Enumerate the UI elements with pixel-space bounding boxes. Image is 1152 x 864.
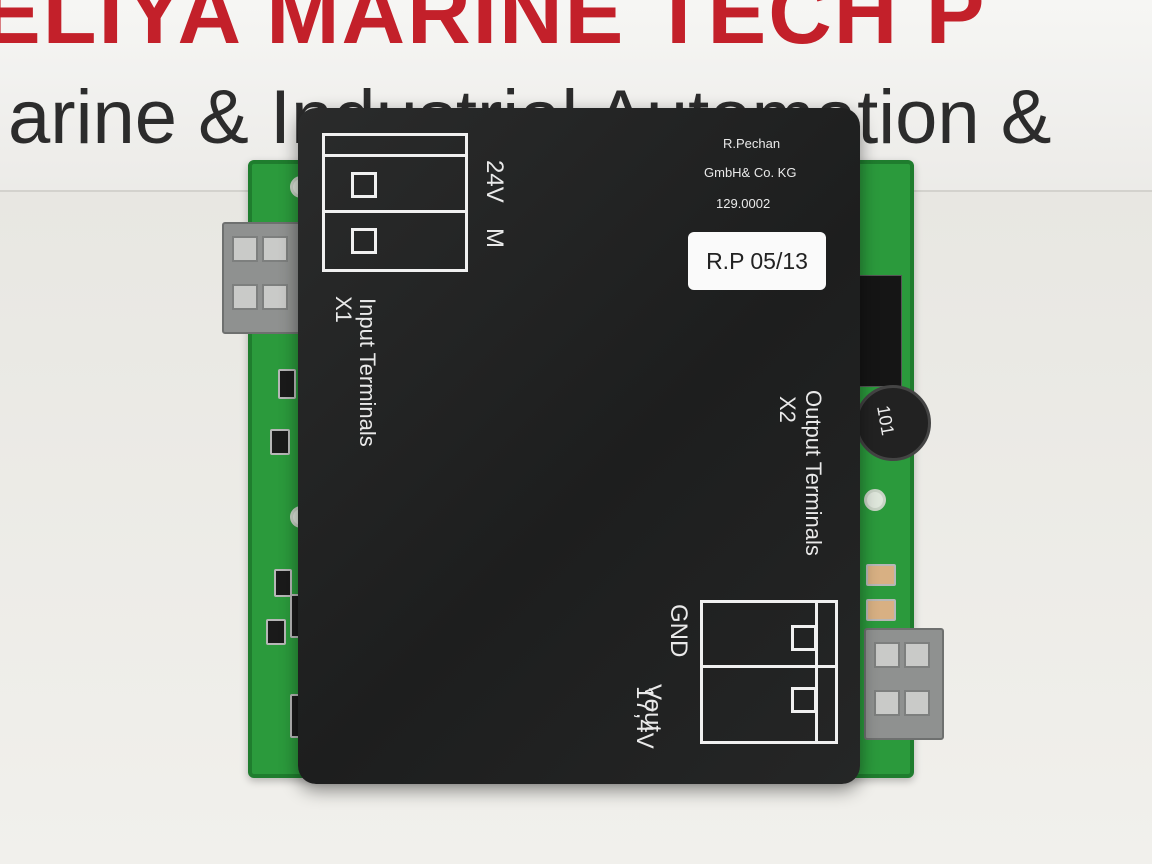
sign-company-name: ELIYA MARINE TECH P: [0, 0, 987, 62]
output-pin1-label: GND: [665, 604, 692, 658]
smd-component: [266, 619, 286, 645]
pin-square: [791, 625, 817, 651]
mount-hole: [864, 489, 886, 511]
input-pin2-label: M: [481, 228, 508, 248]
screw-terminal: [232, 236, 258, 262]
input-terminal-diagram: [322, 133, 468, 272]
pin-square: [351, 172, 377, 198]
pin-square: [791, 687, 817, 713]
screw-terminal: [904, 642, 930, 668]
screw-terminal: [874, 690, 900, 716]
pin-square: [351, 228, 377, 254]
input-terminals-title: Input Terminals: [355, 298, 380, 447]
screw-terminal: [904, 690, 930, 716]
screw-terminal: [874, 642, 900, 668]
input-pin1-label: 24V: [481, 160, 508, 203]
output-connector-id: X2: [775, 396, 800, 423]
capacitor: [866, 599, 896, 621]
screw-terminal: [262, 284, 288, 310]
output-terminal-block: [864, 628, 944, 740]
inductor-marking: 101: [873, 403, 898, 437]
smd-component: [278, 369, 296, 399]
screw-terminal: [232, 284, 258, 310]
divider-line: [703, 665, 835, 668]
input-connector-id: X1: [331, 296, 356, 323]
capacitor: [866, 564, 896, 586]
manufacturer-company: GmbH& Co. KG: [704, 165, 797, 180]
divider-line: [325, 154, 465, 157]
power-module: [298, 108, 860, 784]
smd-component: [274, 569, 292, 597]
screw-terminal: [262, 236, 288, 262]
part-number: 129.0002: [716, 196, 771, 211]
date-sticker: R.P 05/13: [688, 232, 826, 290]
output-terminal-diagram: [700, 600, 838, 744]
divider-line: [325, 210, 465, 213]
input-terminal-block: [222, 222, 302, 334]
inductor: 101: [855, 385, 931, 461]
output-terminals-title: Output Terminals: [801, 390, 826, 556]
smd-component: [270, 429, 290, 455]
manufacturer-name: R.Pechan: [723, 136, 781, 151]
divider-line: [815, 603, 818, 741]
output-voltage: 17,4V: [631, 686, 658, 749]
